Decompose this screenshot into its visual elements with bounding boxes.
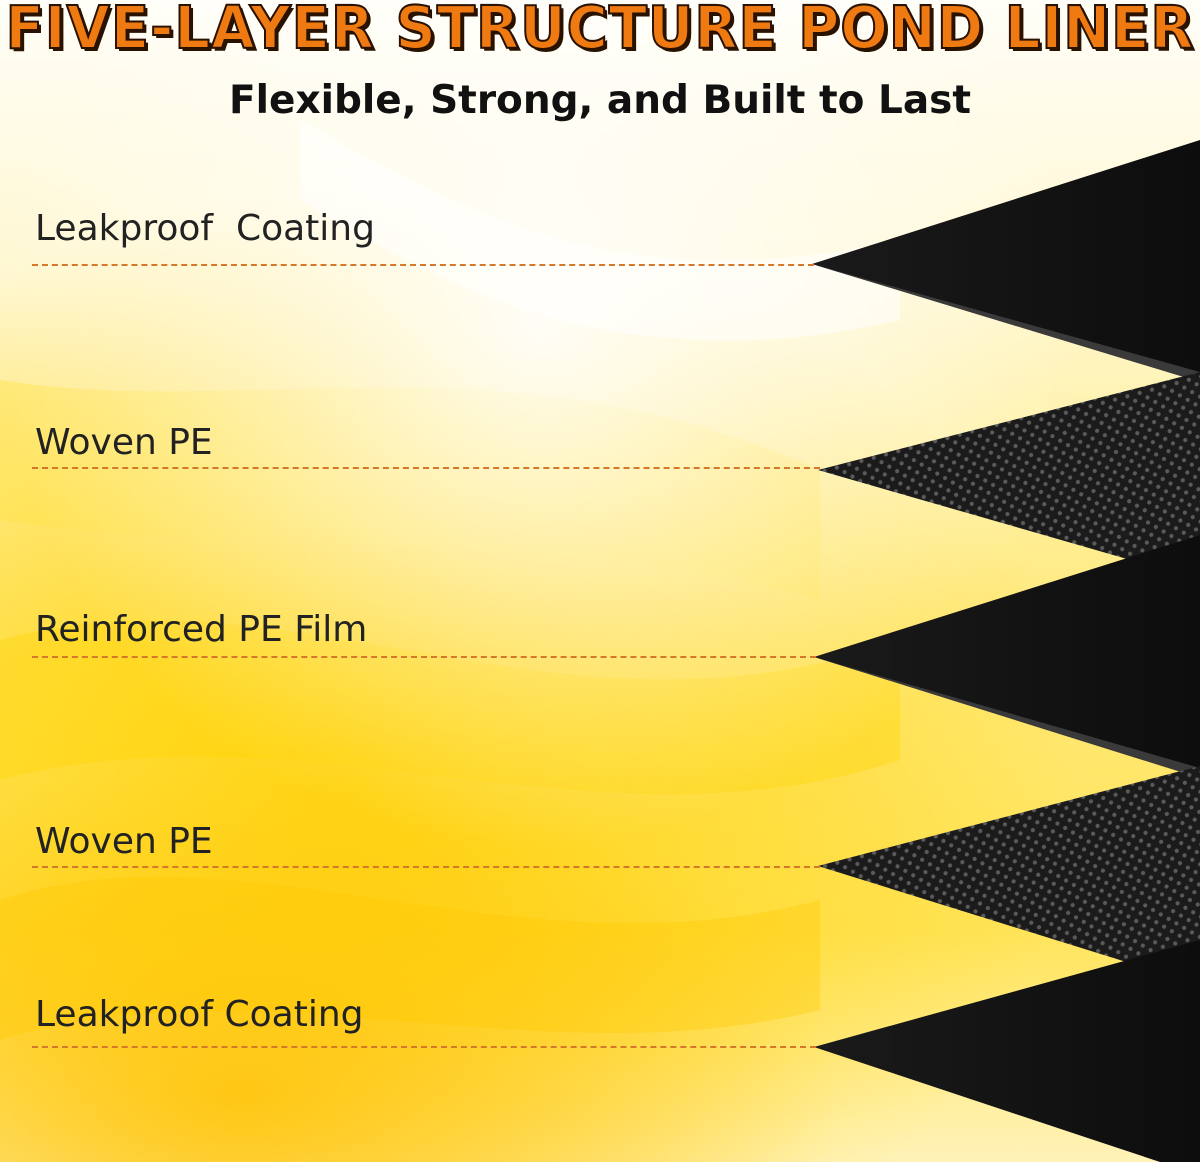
leader-line-4 xyxy=(32,866,820,868)
page-title: FIVE-LAYER STRUCTURE POND LINER xyxy=(4,0,1195,64)
layer-sheet-2 xyxy=(818,372,1200,580)
leader-line-1 xyxy=(32,264,814,266)
leader-line-5 xyxy=(32,1046,816,1048)
layer-sheet-1 xyxy=(812,140,1200,382)
layer-sheet-3 xyxy=(814,535,1200,778)
layer-label-3: Reinforced PE Film xyxy=(35,609,368,650)
layer-sheet-5 xyxy=(814,940,1200,1162)
layer-label-5: Leakproof Coating xyxy=(35,994,364,1035)
layer-label-1: Leakproof Coating xyxy=(35,208,375,249)
leader-line-2 xyxy=(32,467,820,469)
layer-label-2: Woven PE xyxy=(35,422,213,463)
layer-sheet-4 xyxy=(818,766,1200,985)
page-subtitle: Flexible, Strong, and Built to Last xyxy=(228,78,971,123)
leader-line-3 xyxy=(32,656,816,658)
layer-label-4: Woven PE xyxy=(35,821,213,862)
